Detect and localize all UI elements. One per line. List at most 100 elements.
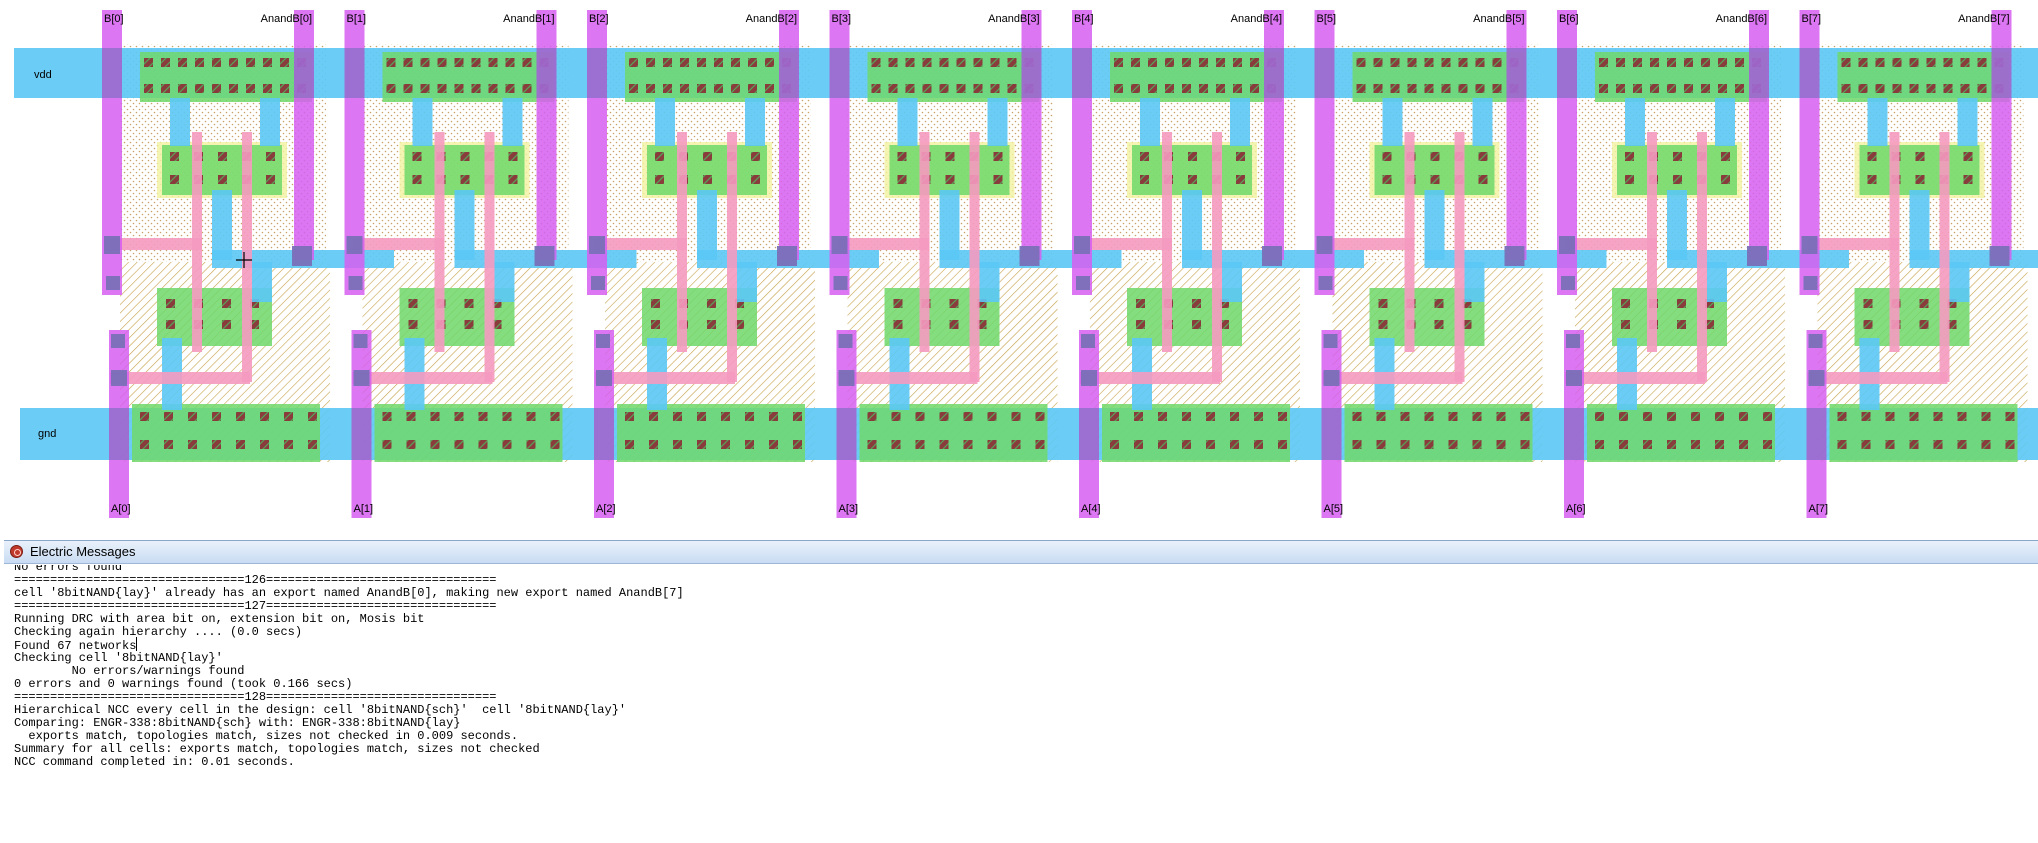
contact-cut — [1876, 58, 1885, 67]
contact-cut — [218, 175, 227, 184]
poly-strap — [1808, 372, 1948, 384]
contact-cut — [1278, 412, 1287, 421]
contact-cut — [1479, 175, 1488, 184]
contact-cut — [872, 84, 881, 93]
metal2-anandb-line — [537, 10, 557, 260]
contact-cut — [1667, 412, 1676, 421]
contact-cut — [1165, 58, 1174, 67]
contact-cut — [994, 152, 1003, 161]
via — [1802, 236, 1818, 254]
contact-cut — [1182, 440, 1191, 449]
message-line: NCC command completed in: 0.01 seconds. — [14, 754, 295, 771]
via — [1081, 370, 1097, 386]
messages-text-area[interactable]: No errors found=========================… — [14, 565, 2034, 841]
contact-cut — [503, 412, 512, 421]
contact-cut — [1206, 440, 1215, 449]
contact-cut — [629, 84, 638, 93]
electric-messages-window[interactable]: Electric Messages No errors found=======… — [4, 540, 2038, 843]
contact-cut — [714, 84, 723, 93]
contact-cut — [1401, 440, 1410, 449]
contact-cut — [1357, 58, 1366, 67]
contact-cut — [906, 58, 915, 67]
contact-cut — [1435, 299, 1444, 308]
messages-titlebar[interactable]: Electric Messages — [4, 541, 2038, 564]
contact-cut — [946, 152, 955, 161]
layout-drawing[interactable]: B[0]AnandB[0]A[0]B[1]AnandB[1]A[1]B[2]An… — [0, 0, 2038, 538]
export-label-a: A[5] — [1324, 503, 1344, 515]
contact-cut — [1735, 84, 1744, 93]
via — [111, 370, 127, 386]
vdd-label: vdd — [34, 69, 52, 81]
contact-cut — [236, 440, 245, 449]
contact-cut — [164, 412, 173, 421]
contact-cut — [646, 58, 655, 67]
contact-cut — [673, 440, 682, 449]
contact-cut — [950, 320, 959, 329]
contact-cut — [1479, 152, 1488, 161]
contact-cut — [1677, 320, 1686, 329]
contact-cut — [1036, 412, 1045, 421]
contact-cut — [1625, 152, 1634, 161]
contact-cut — [404, 84, 413, 93]
contact-cut — [889, 84, 898, 93]
poly-gate — [970, 132, 980, 382]
contact-cut — [751, 152, 760, 161]
contact-cut — [1236, 175, 1245, 184]
contact-cut — [721, 412, 730, 421]
contact-cut — [1442, 58, 1451, 67]
export-label-a: A[6] — [1566, 503, 1586, 515]
layout-canvas[interactable]: B[0]AnandB[0]A[0]B[1]AnandB[1]A[1]B[2]An… — [0, 0, 2038, 538]
contact-cut — [793, 412, 802, 421]
contact-cut — [489, 84, 498, 93]
via — [832, 236, 848, 254]
contact-cut — [409, 320, 418, 329]
poly-strap — [838, 372, 978, 384]
contact-cut — [1383, 175, 1392, 184]
poly-gate — [1212, 132, 1222, 382]
contact-cut — [212, 440, 221, 449]
export-label-b: B[5] — [1317, 13, 1337, 25]
contact-cut — [1961, 84, 1970, 93]
rail-crossing — [837, 408, 857, 460]
contact-cut — [793, 440, 802, 449]
contact-cut — [1192, 299, 1201, 308]
via — [354, 370, 370, 386]
metal1-strap — [1707, 262, 1727, 302]
metal2-anandb-line — [1264, 10, 1284, 260]
contact-cut — [651, 299, 660, 308]
contact-cut — [1148, 84, 1157, 93]
export-label-anandb: AnandB[5] — [1473, 13, 1524, 25]
poly-gate — [1940, 132, 1950, 382]
contact-cut — [170, 175, 179, 184]
contact-cut — [387, 84, 396, 93]
contact-cut — [1188, 152, 1197, 161]
contact-cut — [383, 412, 392, 421]
rail-crossing — [1807, 408, 1827, 460]
contact-cut — [472, 58, 481, 67]
contact-cut — [1230, 440, 1239, 449]
via — [839, 370, 855, 386]
contact-cut — [1206, 412, 1215, 421]
contact-cut — [1691, 440, 1700, 449]
contact-cut — [489, 58, 498, 67]
contact-cut — [166, 320, 175, 329]
export-label-a: A[3] — [839, 503, 859, 515]
contact-cut — [663, 58, 672, 67]
rail-crossing — [779, 48, 799, 98]
metal1-strap — [655, 98, 675, 146]
contact-cut — [506, 58, 515, 67]
metal1-strap — [260, 98, 280, 146]
contact-cut — [974, 58, 983, 67]
contact-cut — [1012, 440, 1021, 449]
poly-strap — [1323, 238, 1415, 250]
contact-cut — [263, 58, 272, 67]
contact-cut — [1012, 412, 1021, 421]
via — [596, 370, 612, 386]
contact-cut — [1165, 84, 1174, 93]
metal1-strap — [737, 262, 757, 302]
contact-cut — [260, 412, 269, 421]
contact-cut — [1910, 440, 1919, 449]
contact-cut — [748, 84, 757, 93]
export-label-b: B[3] — [832, 13, 852, 25]
contact-cut — [1493, 84, 1502, 93]
